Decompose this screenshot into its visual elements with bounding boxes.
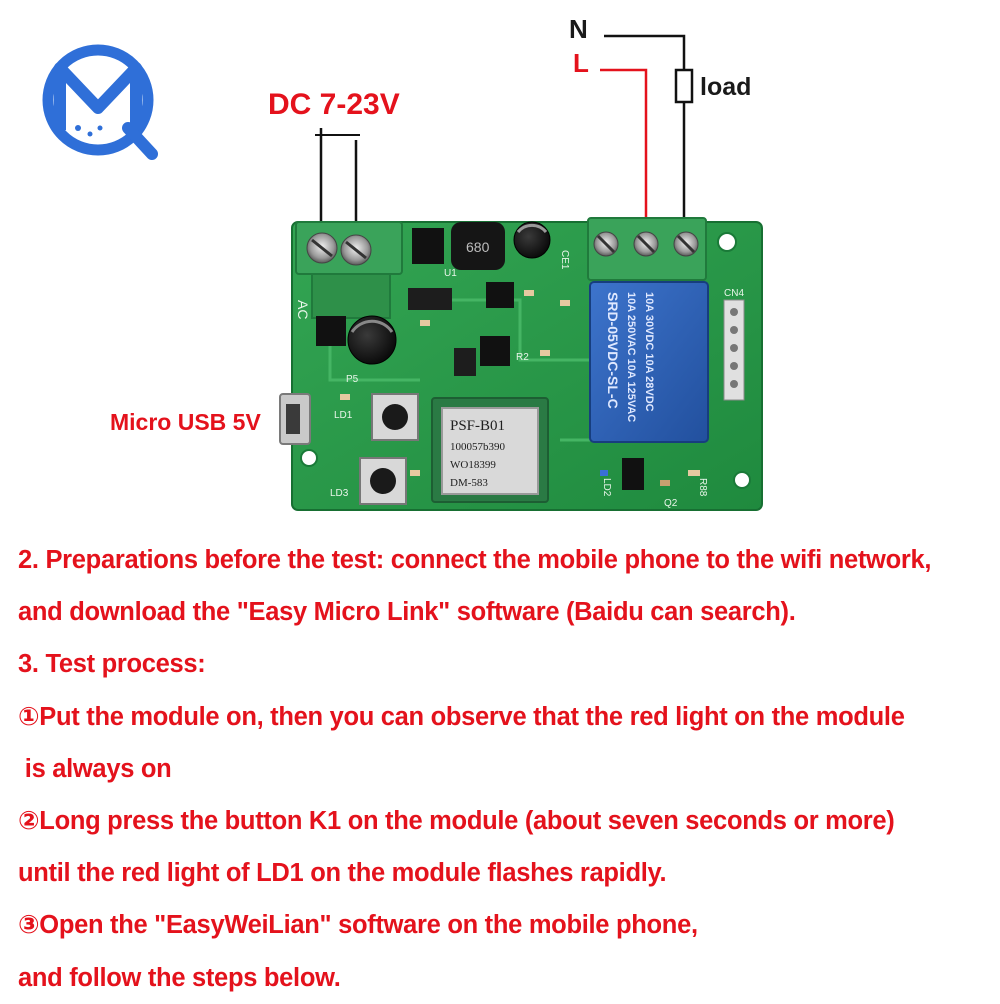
ic-transistor xyxy=(454,348,476,376)
silk-ac: AC xyxy=(295,300,311,319)
button-k1 xyxy=(371,393,419,441)
capacitor-small xyxy=(513,221,551,259)
ic-u1 xyxy=(412,228,444,264)
wifi-module-code: WO18399 xyxy=(450,459,496,471)
usb-label: Micro USB 5V xyxy=(110,409,261,435)
silk-ld2: LD2 xyxy=(601,478,612,497)
silk-ld3: LD3 xyxy=(330,488,349,499)
dc-input-label: DC 7-23V xyxy=(268,88,400,121)
silk-r2: R2 xyxy=(516,352,529,363)
instruction-line: and download the "Easy Micro Link" softw… xyxy=(18,598,796,627)
silk-cn4: CN4 xyxy=(724,288,744,299)
wifi-module: PSF-B01 100057b390 WO18399 DM-583 xyxy=(431,397,549,503)
instruction-line: is always on xyxy=(18,754,172,783)
load-resistor xyxy=(674,68,694,104)
instruction-line: ②Long press the button K1 on the module … xyxy=(18,806,895,835)
inductor: 680 xyxy=(451,222,505,270)
silk-u1: U1 xyxy=(444,268,457,279)
instruction-line: 3. Test process: xyxy=(18,650,206,679)
neutral-label: N xyxy=(569,14,588,44)
silk-ld1: LD1 xyxy=(334,410,353,421)
relay-terminal-block xyxy=(587,217,707,281)
ic-diode-2 xyxy=(622,458,644,490)
relay-rating-2: 10A 30VDC 10A 28VDC xyxy=(643,292,655,412)
neutral-wire xyxy=(604,34,686,70)
inductor-marking: 680 xyxy=(466,239,490,255)
silk-p5: P5 xyxy=(346,374,359,385)
ic-ac xyxy=(316,316,346,346)
instruction-line: ③Open the "EasyWeiLian" software on the … xyxy=(18,911,698,940)
button-k2 xyxy=(359,457,407,505)
wifi-module-dm: DM-583 xyxy=(450,477,488,489)
ic-regulator xyxy=(480,336,510,366)
capacitor-large xyxy=(347,315,397,365)
live-label: L xyxy=(573,48,589,78)
dc-terminal-block xyxy=(295,221,403,319)
wiring-diagram: SRD-05VDC-SL-C 10A 250VAC 10A 125VAC 10A… xyxy=(42,34,763,511)
instruction-line: 2. Preparations before the test: connect… xyxy=(18,546,932,574)
cn4-header xyxy=(723,299,745,401)
silk-ce1: CE1 xyxy=(559,250,570,270)
wifi-module-label: PSF-B01 xyxy=(450,418,505,434)
ic-diode xyxy=(408,288,452,310)
relay-module-board: SRD-05VDC-SL-C 10A 250VAC 10A 125VAC 10A… xyxy=(279,217,763,511)
mq-logo xyxy=(42,44,158,160)
relay: SRD-05VDC-SL-C 10A 250VAC 10A 125VAC 10A… xyxy=(589,281,709,443)
instruction-line: ①Put the module on, then you can observe… xyxy=(18,702,905,731)
wifi-module-serial: 100057b390 xyxy=(450,441,506,453)
relay-model: SRD-05VDC-SL-C xyxy=(605,292,621,409)
relay-rating-1: 10A 250VAC 10A 125VAC xyxy=(625,292,637,422)
test-instructions: 2. Preparations before the test: connect… xyxy=(18,534,988,1004)
load-label: load xyxy=(700,73,752,101)
ic-mosfet xyxy=(486,282,514,308)
instruction-line: until the red light of LD1 on the module… xyxy=(18,859,667,888)
instruction-line: and follow the steps below. xyxy=(18,963,341,992)
live-wire xyxy=(600,68,648,238)
silk-q2: Q2 xyxy=(664,498,678,509)
silk-r88: R88 xyxy=(697,478,708,497)
